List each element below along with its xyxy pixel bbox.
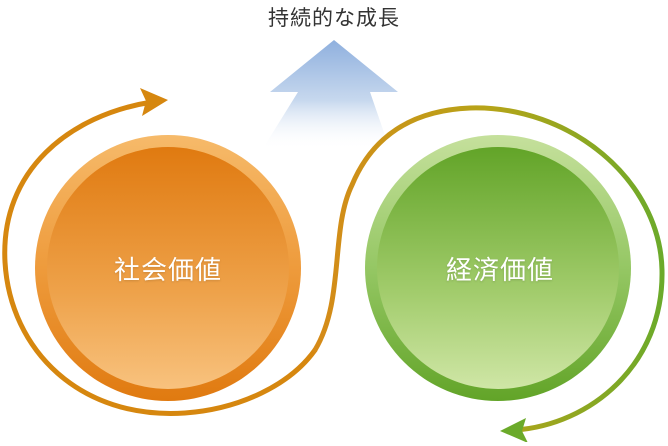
economic-value-circle [365, 135, 631, 401]
curved-arrow-left-icon [2, 99, 318, 416]
economic-value-label: 経済価値 [445, 256, 554, 286]
social-value-label: 社会価値 [113, 256, 222, 286]
diagram-title: 持続的な成長 [268, 6, 400, 30]
up-arrow-icon [262, 40, 398, 150]
s-curve-arrow-icon [312, 105, 665, 433]
curved-arrow-left-head [140, 88, 168, 116]
s-curve-arrow-head [500, 418, 528, 443]
social-value-circle [35, 135, 301, 401]
